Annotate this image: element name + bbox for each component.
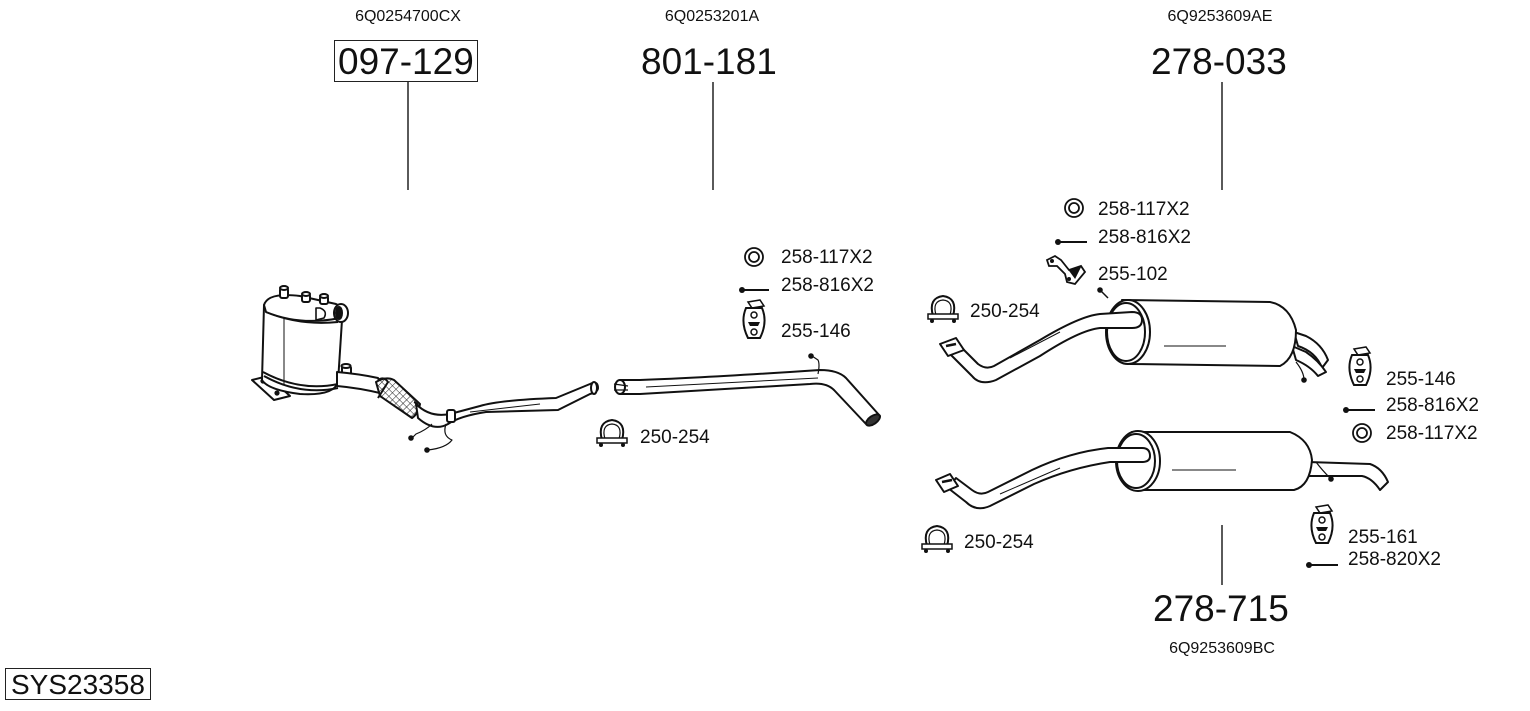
rubber-hanger-icon (742, 299, 766, 339)
gasket-ring-icon (1352, 423, 1372, 443)
gasket-ring-icon (744, 247, 764, 267)
rear-silencer-278-715-drawing[interactable] (935, 430, 1389, 510)
part-number-801-181[interactable]: 801-181 (641, 41, 777, 82)
rear-silencer-278-033-drawing[interactable] (939, 287, 1329, 384)
rubber-hanger-icon (1310, 504, 1334, 544)
accessory-label[interactable]: 258-117X2 (781, 247, 873, 268)
accessory-label[interactable]: 255-146 (1386, 369, 1456, 390)
dpf-front-pipe-drawing[interactable] (251, 285, 599, 453)
bolt-icon (739, 287, 769, 293)
accessory-label[interactable]: 258-820X2 (1348, 549, 1441, 570)
bolt-icon (1055, 239, 1087, 245)
bolt-icon (1306, 562, 1338, 568)
accessory-label[interactable]: 258-816X2 (1386, 395, 1479, 416)
bolt-icon (1343, 407, 1375, 413)
pipe-clamp-icon (596, 418, 628, 447)
accessory-label[interactable]: 255-146 (781, 321, 851, 342)
accessory-label[interactable]: 255-102 (1098, 264, 1168, 285)
accessory-label[interactable]: 250-254 (970, 301, 1040, 322)
accessory-label[interactable]: 258-816X2 (781, 275, 874, 296)
accessory-label[interactable]: 250-254 (964, 532, 1034, 553)
part-number-278-033[interactable]: 278-033 (1151, 41, 1287, 82)
system-id-label: SYS23358 (5, 668, 151, 701)
accessory-label[interactable]: 250-254 (640, 427, 710, 448)
gasket-ring-icon (1064, 198, 1084, 218)
oem-number-278-715: 6Q9253609BC (1169, 640, 1275, 657)
oem-number-097-129: 6Q0254700CX (355, 8, 461, 25)
accessory-label[interactable]: 255-161 (1348, 527, 1418, 548)
accessory-label[interactable]: 258-816X2 (1098, 227, 1191, 248)
mounting-bracket-icon (1045, 254, 1087, 286)
rubber-hanger-icon (1348, 346, 1372, 386)
oem-number-278-033: 6Q9253609AE (1167, 8, 1273, 25)
oem-number-801-181: 6Q0253201A (664, 8, 760, 25)
part-number-278-715[interactable]: 278-715 (1153, 588, 1289, 629)
accessory-label[interactable]: 258-117X2 (1098, 199, 1190, 220)
part-number-097-129[interactable]: 097-129 (334, 40, 478, 82)
pipe-clamp-icon (921, 524, 953, 553)
pipe-clamp-icon (927, 294, 959, 323)
intermediate-pipe-drawing[interactable] (613, 353, 882, 428)
accessory-label[interactable]: 258-117X2 (1386, 423, 1478, 444)
